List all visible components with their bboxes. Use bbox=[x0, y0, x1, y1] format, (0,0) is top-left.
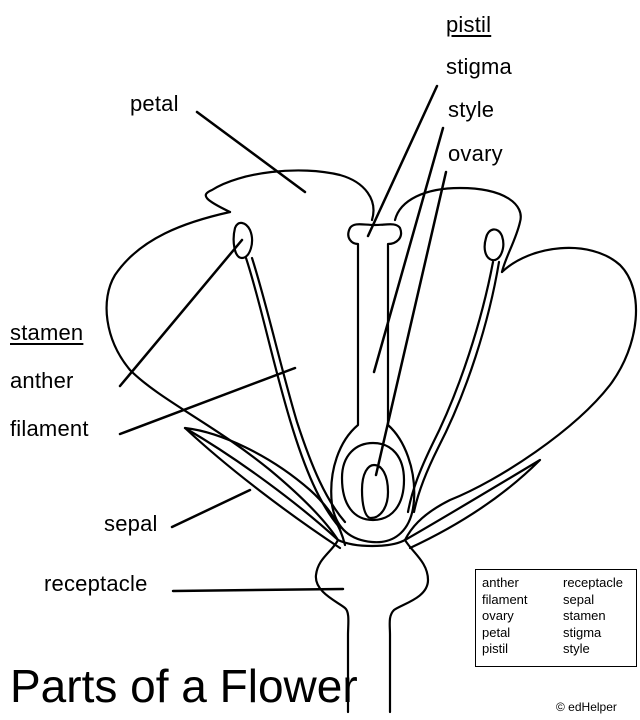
petal-right bbox=[403, 246, 638, 542]
leader-receptacle bbox=[171, 587, 345, 593]
sepal-right bbox=[403, 458, 542, 550]
label-receptacle: receptacle bbox=[44, 571, 148, 596]
filament-left bbox=[244, 256, 342, 530]
word-bank-column-1: anther filament ovary petal pistil bbox=[482, 575, 528, 658]
word-bank: anther filament ovary petal pistil recep… bbox=[475, 569, 637, 667]
label-anther: anther bbox=[10, 368, 74, 393]
word-bank-item: petal bbox=[482, 624, 511, 640]
word-bank-item: style bbox=[563, 641, 590, 656]
word-bank-item: ovary bbox=[482, 608, 514, 623]
word-bank-item: filament bbox=[482, 591, 528, 607]
receptacle-top bbox=[336, 538, 407, 548]
label-ovary: ovary bbox=[448, 141, 503, 166]
label-style: style bbox=[448, 97, 495, 122]
word-bank-item: stamen bbox=[563, 608, 606, 623]
sepal-left-base bbox=[183, 426, 342, 550]
leader-style bbox=[372, 126, 445, 374]
word-bank-item: stigma bbox=[563, 624, 602, 640]
petal-left bbox=[105, 210, 340, 542]
filament-right-inner bbox=[412, 260, 501, 514]
word-bank-item: anther bbox=[482, 575, 519, 590]
label-sepal: sepal bbox=[104, 511, 158, 536]
leader-filament bbox=[118, 366, 297, 436]
leader-petal bbox=[195, 110, 307, 194]
ovary-inner bbox=[340, 441, 406, 522]
word-bank-column-2: receptacle sepal stamen stigma style bbox=[563, 575, 623, 658]
pistil-outline bbox=[330, 223, 416, 544]
leader-ovary bbox=[374, 170, 448, 477]
label-pistil: pistil bbox=[446, 12, 492, 37]
receptacle bbox=[314, 538, 350, 714]
label-filament: filament bbox=[10, 416, 89, 441]
label-petal: petal bbox=[130, 91, 179, 116]
word-bank-item: sepal bbox=[563, 591, 595, 607]
leader-stigma bbox=[366, 84, 439, 238]
filament-right bbox=[406, 260, 495, 514]
copyright-notice: © edHelper bbox=[556, 700, 617, 714]
petal-top-left bbox=[204, 169, 375, 222]
receptacle-right bbox=[388, 538, 430, 714]
anther-right bbox=[483, 228, 505, 262]
label-stamen: stamen bbox=[10, 320, 84, 345]
leader-sepal bbox=[170, 488, 252, 529]
word-bank-item: receptacle bbox=[563, 575, 623, 590]
word-bank-item: pistil bbox=[482, 641, 509, 656]
label-stigma: stigma bbox=[446, 54, 512, 79]
filament-left-inner bbox=[250, 256, 347, 524]
page-title: Parts of a Flower bbox=[10, 660, 358, 712]
petal-top-right bbox=[393, 186, 522, 274]
leader-anther bbox=[118, 238, 244, 388]
ovule bbox=[360, 463, 390, 520]
sepal-left bbox=[183, 426, 347, 547]
